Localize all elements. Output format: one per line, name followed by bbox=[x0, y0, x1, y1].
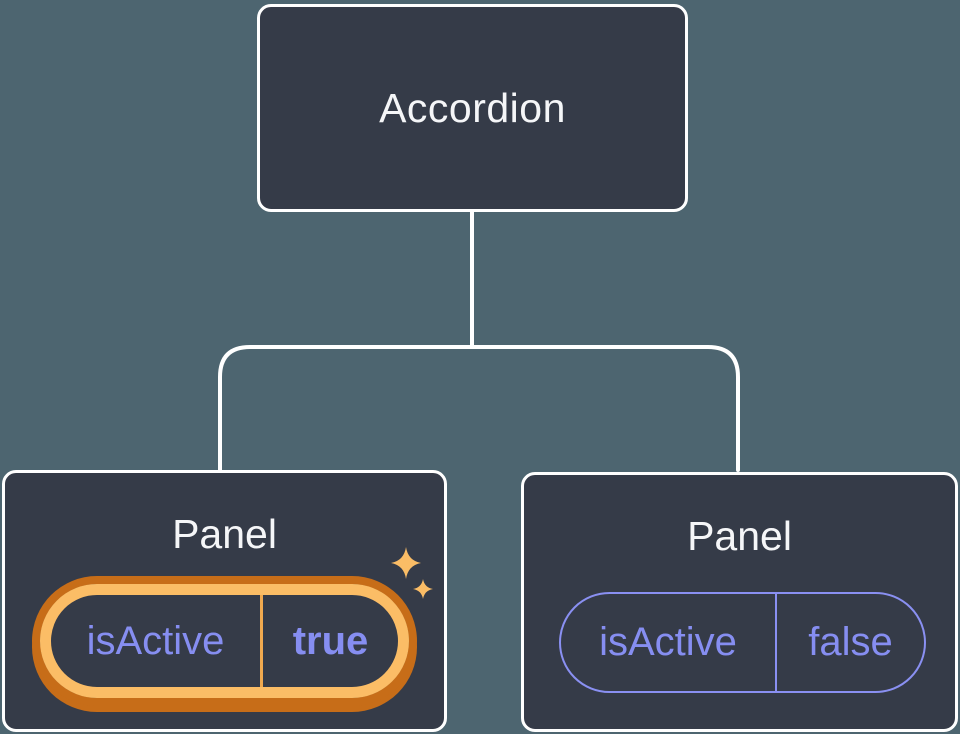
state-pill-active: isActive true bbox=[40, 584, 409, 698]
state-key-label: isActive bbox=[599, 620, 737, 664]
panel-title: Panel bbox=[172, 511, 277, 557]
panel-node-inactive: Panel isActive false bbox=[521, 472, 958, 732]
panel-node-active: Panel isActive true bbox=[2, 470, 447, 732]
connector-bracket bbox=[218, 345, 740, 472]
sparkle-large bbox=[391, 547, 421, 579]
pill-divider bbox=[775, 594, 777, 691]
state-key-label: isActive bbox=[86, 618, 225, 663]
state-value-label: true bbox=[292, 618, 369, 663]
sparkles-icon bbox=[391, 547, 433, 599]
state-value-label: false bbox=[808, 620, 893, 664]
accordion-node-label: Accordion bbox=[379, 84, 566, 131]
state-pill-inactive: isActive false bbox=[559, 592, 926, 693]
panel-title: Panel bbox=[687, 513, 792, 559]
sparkle-small bbox=[413, 579, 433, 599]
accordion-node: Accordion bbox=[257, 4, 688, 212]
pill-divider bbox=[260, 595, 263, 687]
